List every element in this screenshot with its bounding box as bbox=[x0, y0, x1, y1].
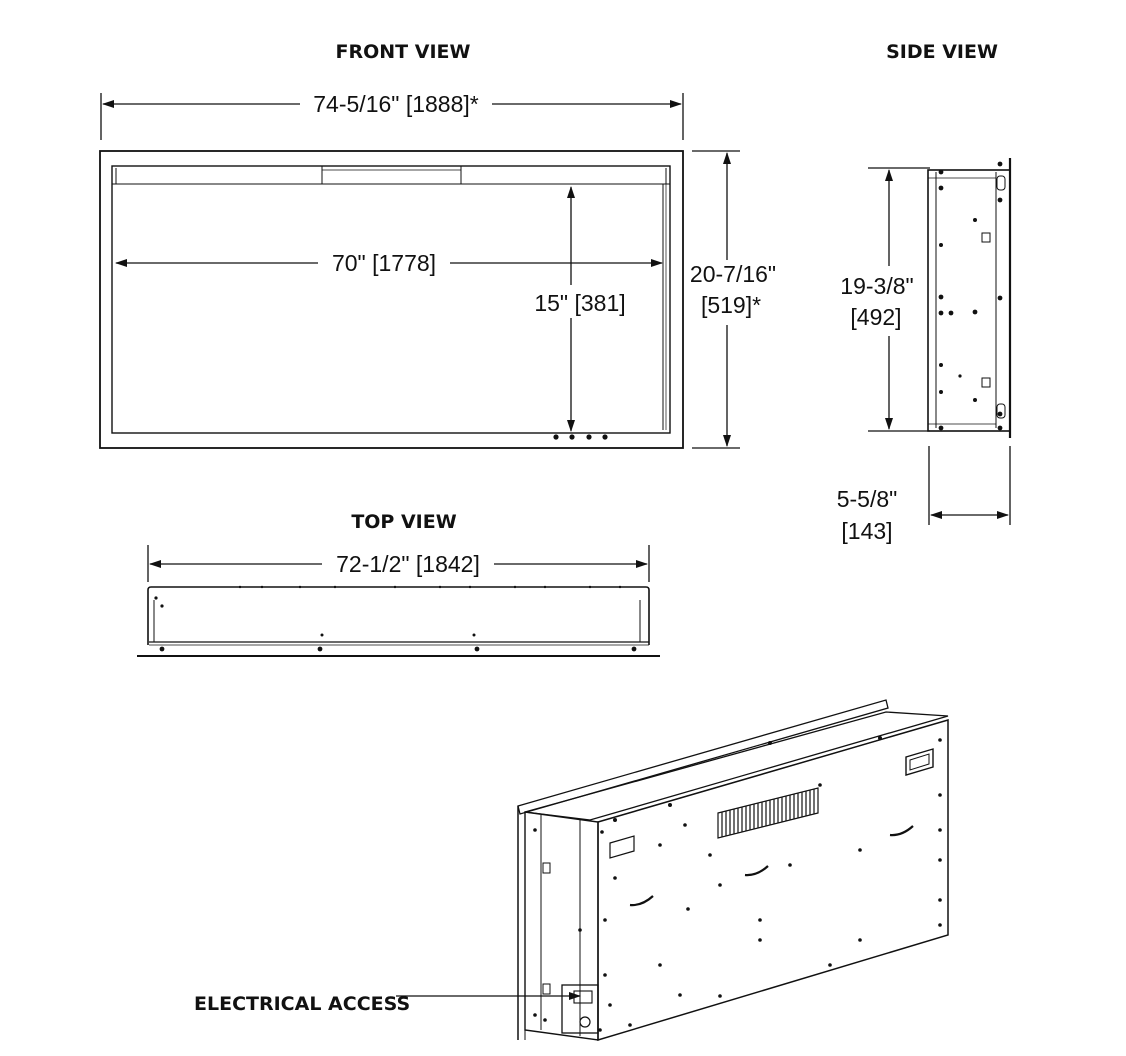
side-height-imperial: 19-3/8" bbox=[840, 273, 913, 299]
top-screw-holes bbox=[154, 596, 637, 652]
rear-top-flange bbox=[517, 699, 889, 815]
rear-box-top-face bbox=[524, 711, 949, 821]
rear-hanger-bracket-1 bbox=[629, 895, 654, 907]
rear-side-bracket-bottom bbox=[542, 983, 551, 995]
rear-hanger-bracket-3 bbox=[889, 825, 914, 837]
side-bracket-bottom bbox=[981, 377, 991, 388]
front-view: FRONT VIEW 74-5/16" [1888]* 70" [1778] 1… bbox=[99, 41, 776, 449]
side-slot-bottom bbox=[996, 403, 1006, 419]
rear-isometric-view bbox=[517, 699, 949, 1042]
side-depth-imperial: 5-5/8" bbox=[837, 486, 898, 512]
control-button-2 bbox=[569, 434, 575, 440]
rear-screw-holes bbox=[533, 736, 942, 1032]
electrical-access-box bbox=[561, 984, 599, 1034]
front-top-center-panel bbox=[321, 165, 462, 184]
rear-box-back-face bbox=[597, 719, 949, 1042]
rear-side-bracket-top bbox=[542, 862, 551, 874]
top-width-label: 72-1/2" [1842] bbox=[336, 551, 480, 577]
side-screw-holes bbox=[938, 161, 1003, 431]
side-view-heading: SIDE VIEW bbox=[886, 41, 998, 63]
front-outer-frame bbox=[99, 150, 684, 449]
electrical-access-plate bbox=[573, 990, 593, 1004]
top-view: TOP VIEW 72-1/2" [1842] bbox=[137, 511, 660, 657]
control-button-3 bbox=[586, 434, 592, 440]
front-overall-width-label: 74-5/16" [1888]* bbox=[313, 91, 479, 117]
electrical-access-knockout bbox=[579, 1016, 591, 1028]
rear-handle-cutout-inner bbox=[909, 753, 930, 771]
side-height-metric: [492] bbox=[850, 304, 901, 330]
side-depth-metric: [143] bbox=[841, 518, 892, 544]
front-opening-width-label: 70" [1778] bbox=[332, 250, 436, 276]
rear-hanger-bracket-2 bbox=[744, 865, 769, 877]
rear-vent bbox=[717, 787, 819, 839]
top-body-outline bbox=[147, 586, 650, 645]
top-edge-details bbox=[238, 585, 622, 589]
top-view-heading: TOP VIEW bbox=[351, 511, 456, 533]
side-slot-top bbox=[996, 175, 1006, 191]
control-button-4 bbox=[602, 434, 608, 440]
rear-handle-cutout bbox=[905, 748, 934, 776]
side-bracket-top bbox=[981, 232, 991, 243]
front-overall-height-metric: [519]* bbox=[701, 292, 761, 318]
side-view: SIDE VIEW bbox=[837, 41, 1012, 544]
front-view-heading: FRONT VIEW bbox=[336, 41, 471, 63]
rear-vent-slats bbox=[721, 789, 815, 837]
front-opening-height-label: 15" [381] bbox=[534, 290, 625, 316]
rear-label-plate bbox=[609, 835, 635, 859]
control-button-1 bbox=[553, 434, 559, 440]
front-overall-height-imperial: 20-7/16" bbox=[690, 261, 776, 287]
electrical-access-callout: ELECTRICAL ACCESS bbox=[194, 993, 410, 1015]
